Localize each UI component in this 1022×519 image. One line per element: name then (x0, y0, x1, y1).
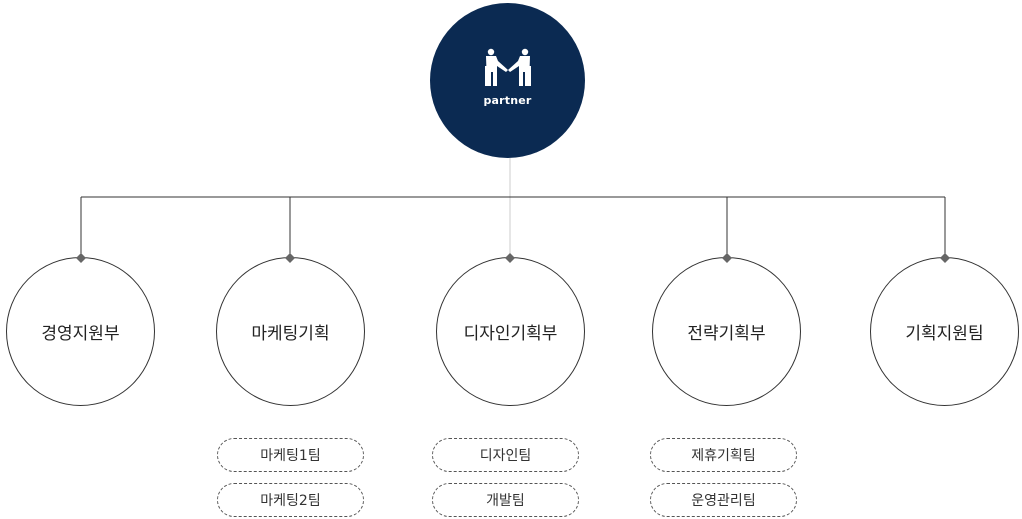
department-node: 기획지원팀 (870, 257, 1019, 406)
team-box: 운영관리팀 (650, 483, 797, 517)
department-label: 기획지원팀 (905, 324, 984, 344)
department-label: 전략기획부 (687, 324, 766, 344)
department-label: 디자인기획부 (463, 324, 558, 344)
team-box: 디자인팀 (432, 438, 579, 472)
root-node: partner (430, 3, 585, 158)
team-box: 마케팅2팀 (217, 483, 364, 517)
department-node: 전략기획부 (652, 257, 801, 406)
department-node: 마케팅기획 (216, 257, 365, 406)
department-label: 마케팅기획 (251, 324, 330, 344)
team-label: 마케팅2팀 (260, 493, 321, 509)
team-box: 개발팀 (432, 483, 579, 517)
department-node: 디자인기획부 (436, 257, 585, 406)
handshake-icon (484, 48, 531, 86)
team-label: 제휴기획팀 (691, 448, 756, 464)
team-label: 개발팀 (486, 493, 525, 509)
team-label: 운영관리팀 (691, 493, 756, 509)
team-box: 마케팅1팀 (217, 438, 364, 472)
department-label: 경영지원부 (41, 324, 120, 344)
root-label: partner (483, 94, 532, 107)
team-box: 제휴기획팀 (650, 438, 797, 472)
team-label: 마케팅1팀 (260, 448, 321, 464)
team-label: 디자인팀 (479, 448, 532, 464)
department-node: 경영지원부 (6, 257, 155, 406)
